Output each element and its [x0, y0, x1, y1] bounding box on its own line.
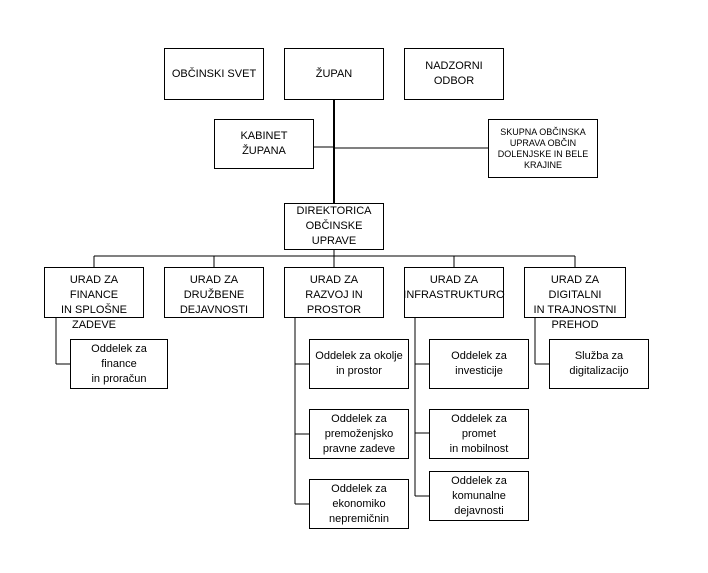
supervisory-board-box: NADZORNI ODBOR: [404, 48, 504, 100]
department-environment-space-box: Oddelek za okolje in prostor: [309, 339, 409, 389]
service-digitalization-box: Služba za digitalizacijo: [549, 339, 649, 389]
office-infrastructure-box: URAD ZA INFRASTRUKTURO: [403, 267, 505, 318]
department-investments-box: Oddelek za investicije: [429, 339, 529, 389]
director-box: DIREKTORICA OBČINSKE UPRAVE: [284, 203, 384, 250]
department-communal-activities-box: Oddelek za komunalne dejavnosti: [429, 471, 529, 521]
department-finance-budget-box: Oddelek za finance in proračun: [70, 339, 168, 389]
joint-administration-box: SKUPNA OBČINSKA UPRAVA OBČIN DOLENJSKE I…: [488, 119, 598, 178]
office-finance-box: URAD ZA FINANCE IN SPLOŠNE ZADEVE: [44, 267, 144, 331]
mayor-box: ŽUPAN: [284, 48, 384, 100]
office-digital-box: URAD ZA DIGITALNI IN TRAJNOSTNI PREHOD: [524, 267, 626, 331]
department-traffic-mobility-box: Oddelek za promet in mobilnost: [429, 409, 529, 459]
office-development-box: URAD ZA RAZVOJ IN PROSTOR: [284, 267, 384, 318]
cabinet-box: KABINET ŽUPANA: [214, 119, 314, 169]
council-box: OBČINSKI SVET: [164, 48, 264, 100]
office-social-activities-box: URAD ZA DRUŽBENE DEJAVNOSTI: [164, 267, 264, 318]
department-real-estate-economics-box: Oddelek za ekonomiko nepremičnin: [309, 479, 409, 529]
department-property-legal-box: Oddelek za premoženjsko pravne zadeve: [309, 409, 409, 459]
